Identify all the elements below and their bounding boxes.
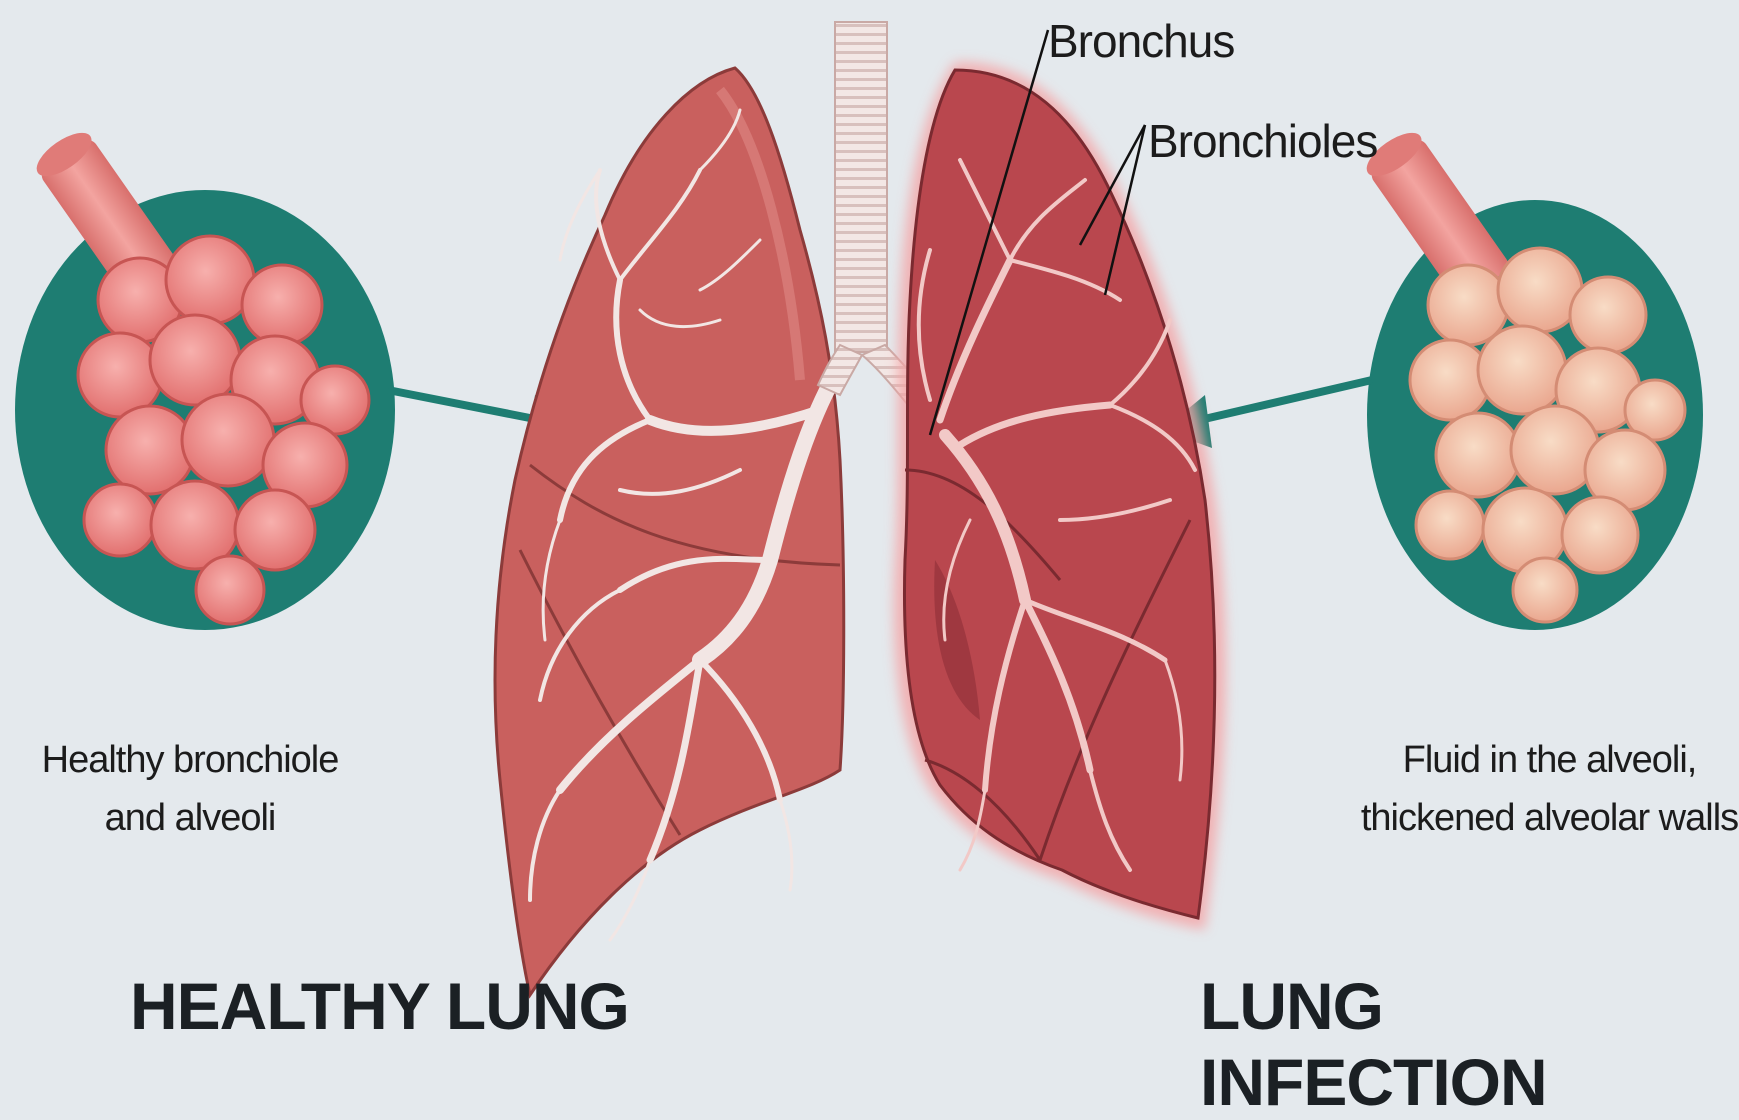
infected-lung <box>894 62 1226 930</box>
healthy-caption-line-2: and alveoli <box>20 789 360 847</box>
bronchus-label: Bronchus <box>1048 14 1234 68</box>
healthy-caption: Healthy bronchiole and alveoli <box>20 731 360 847</box>
infected-alveoli-inset <box>1360 125 1703 630</box>
lung-infection-title: LUNG INFECTION <box>1200 968 1739 1120</box>
infected-caption: Fluid in the alveoli, thickened alveolar… <box>1360 731 1739 847</box>
lung-diagram <box>0 0 1739 1058</box>
healthy-lung-title: HEALTHY LUNG <box>130 968 629 1044</box>
infected-caption-line-1: Fluid in the alveoli, <box>1360 731 1739 789</box>
trachea-tube <box>835 22 887 352</box>
bronchioles-label: Bronchioles <box>1148 114 1377 168</box>
infected-lung-body <box>904 70 1214 918</box>
healthy-lung <box>495 68 844 995</box>
infected-caption-line-2: thickened alveolar walls <box>1360 789 1739 847</box>
healthy-alveoli-inset <box>15 125 395 630</box>
healthy-caption-line-1: Healthy bronchiole <box>20 731 360 789</box>
